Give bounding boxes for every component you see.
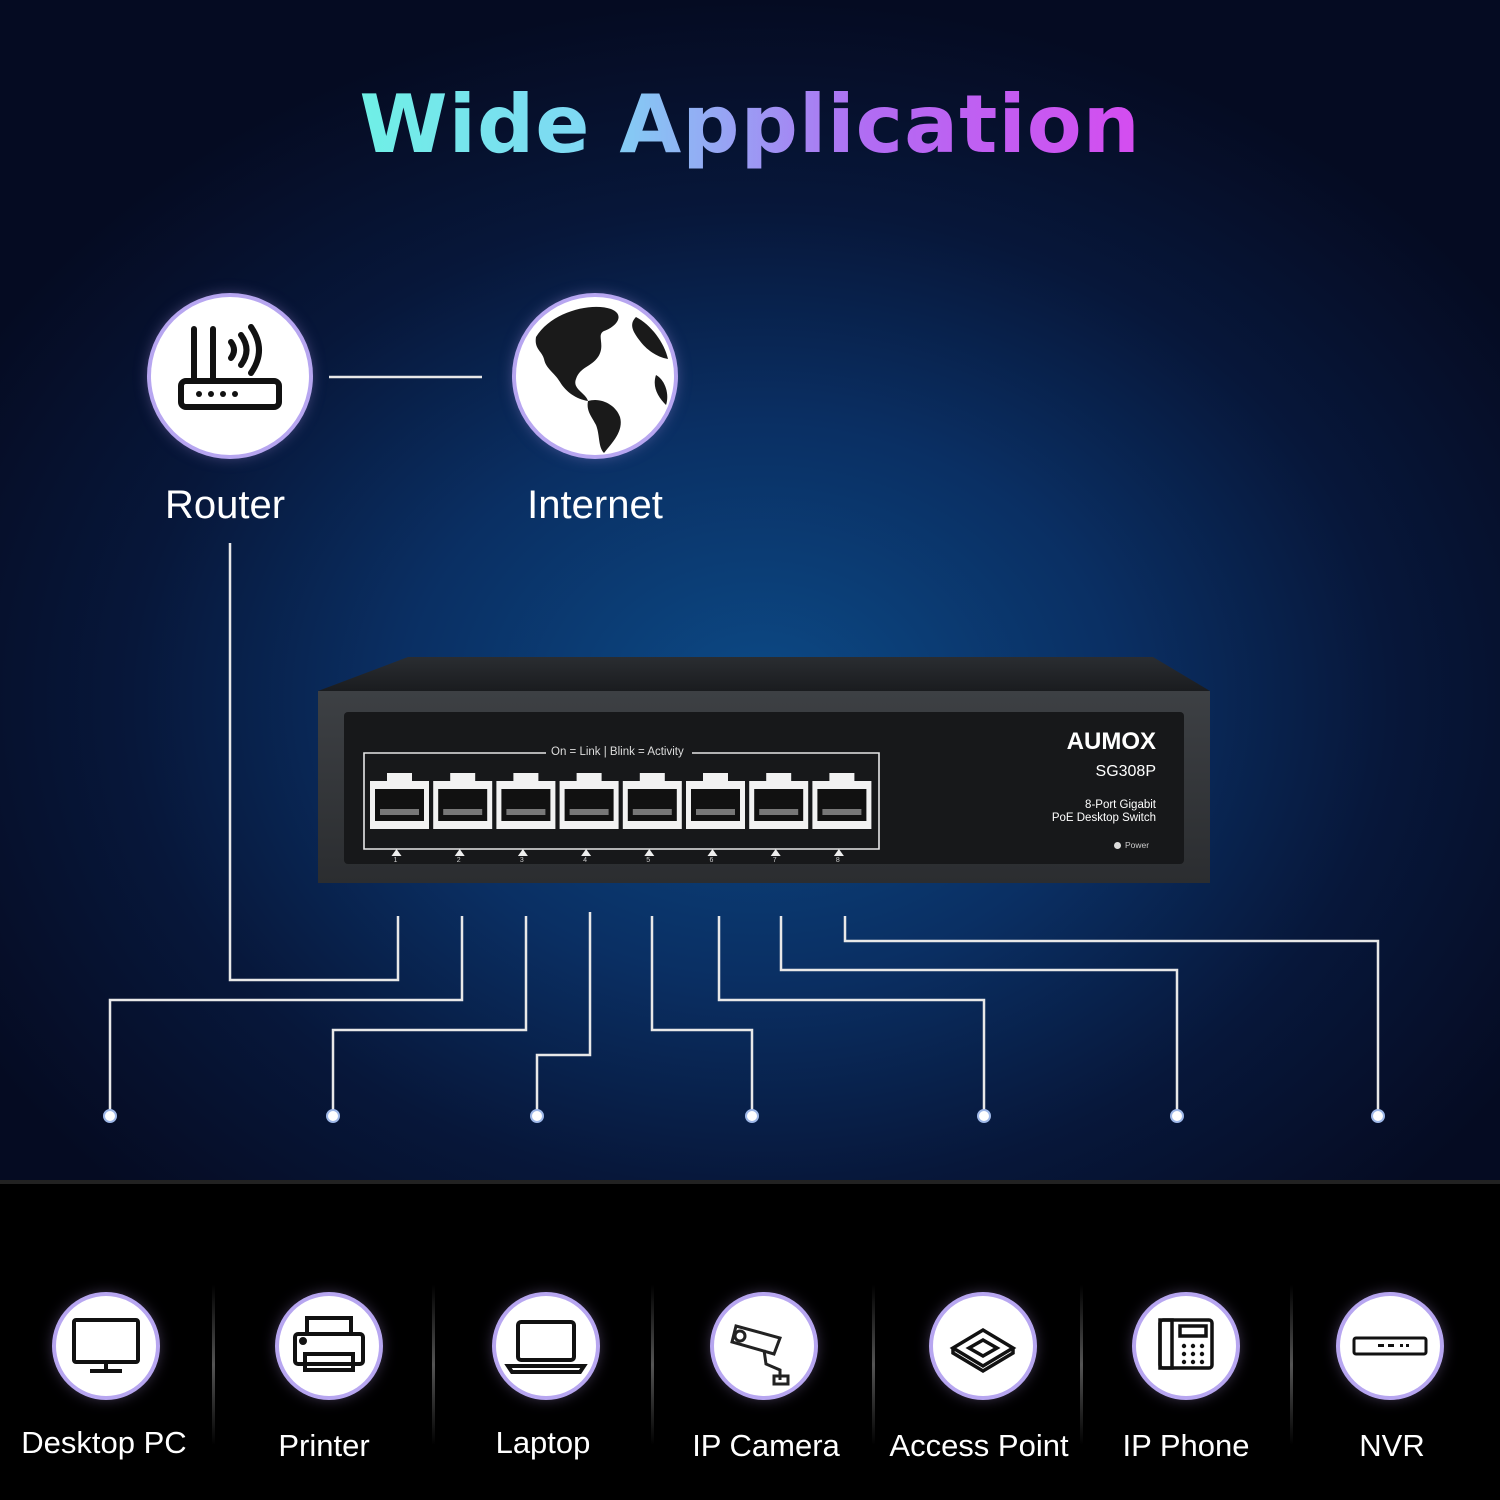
internet-label: Internet — [527, 483, 663, 527]
page-title: Wide Application — [359, 78, 1141, 171]
ethernet-port — [496, 773, 556, 856]
power-label: Power — [1125, 840, 1150, 850]
router-node — [151, 297, 309, 455]
port-number: 5 — [646, 857, 651, 864]
ip-camera-label: IP Camera — [692, 1428, 840, 1463]
legend-text: On = Link | Blink = Activity — [551, 746, 684, 758]
desktop-pc-label: Desktop PC — [21, 1425, 187, 1460]
ethernet-port — [749, 773, 809, 856]
camera-icon — [730, 1324, 790, 1386]
port-number: 4 — [583, 857, 587, 864]
desc-line1: 8-Port Gigabit — [1085, 799, 1156, 811]
separator — [212, 1285, 215, 1445]
desktop-pc-node — [56, 1296, 156, 1396]
ethernet-port — [559, 773, 619, 856]
separator — [651, 1285, 654, 1445]
port-indicator — [644, 849, 655, 856]
laptop-label: Laptop — [495, 1425, 591, 1460]
connection-lines — [103, 375, 1385, 1123]
printer-node — [279, 1296, 379, 1396]
router-icon — [178, 324, 282, 410]
port-number: 2 — [456, 857, 461, 864]
ethernet-port — [686, 773, 745, 856]
desc-line2: PoE Desktop Switch — [1051, 812, 1156, 824]
router-label: Router — [164, 483, 286, 527]
printer-icon — [293, 1316, 365, 1372]
nvr-label: NVR — [1359, 1428, 1425, 1463]
monitor-icon — [72, 1318, 140, 1373]
laptop-icon — [504, 1320, 588, 1374]
access-point-label: Access Point — [889, 1428, 1069, 1463]
phone-icon — [1158, 1318, 1214, 1370]
port-number: 8 — [835, 857, 840, 864]
nvr-icon — [1352, 1336, 1428, 1356]
port-number: 3 — [519, 857, 524, 864]
separator — [1080, 1285, 1083, 1445]
printer-label: Printer — [278, 1428, 370, 1463]
port-indicator — [833, 849, 844, 856]
port-number: 7 — [772, 857, 777, 864]
power-led — [1114, 842, 1121, 849]
ip-camera-node — [714, 1296, 814, 1396]
brand-label: AUMOX — [1066, 728, 1156, 755]
port-indicator — [770, 849, 781, 856]
nvr-node — [1340, 1296, 1440, 1396]
port-indicator — [707, 849, 718, 856]
port-indicator — [454, 849, 465, 856]
ethernet-port — [433, 773, 493, 856]
access-point-node — [933, 1296, 1033, 1396]
ethernet-port — [812, 773, 872, 856]
port-indicator — [517, 849, 528, 856]
internet-node — [516, 297, 674, 455]
ip-phone-node — [1136, 1296, 1236, 1396]
separator — [1290, 1285, 1293, 1445]
port-number: 6 — [709, 857, 714, 864]
ethernet-port — [622, 773, 682, 856]
ethernet-port — [370, 773, 429, 856]
globe-icon — [517, 298, 673, 454]
port-number: 1 — [393, 857, 398, 864]
separator — [432, 1285, 435, 1445]
access-point-icon — [949, 1327, 1017, 1374]
port-indicator — [581, 849, 592, 856]
model-label: SG308P — [1095, 763, 1156, 780]
laptop-node — [496, 1296, 596, 1396]
ip-phone-label: IP Phone — [1122, 1428, 1250, 1463]
poe-switch — [318, 657, 1210, 883]
separator — [872, 1285, 875, 1445]
port-indicator — [391, 849, 402, 856]
